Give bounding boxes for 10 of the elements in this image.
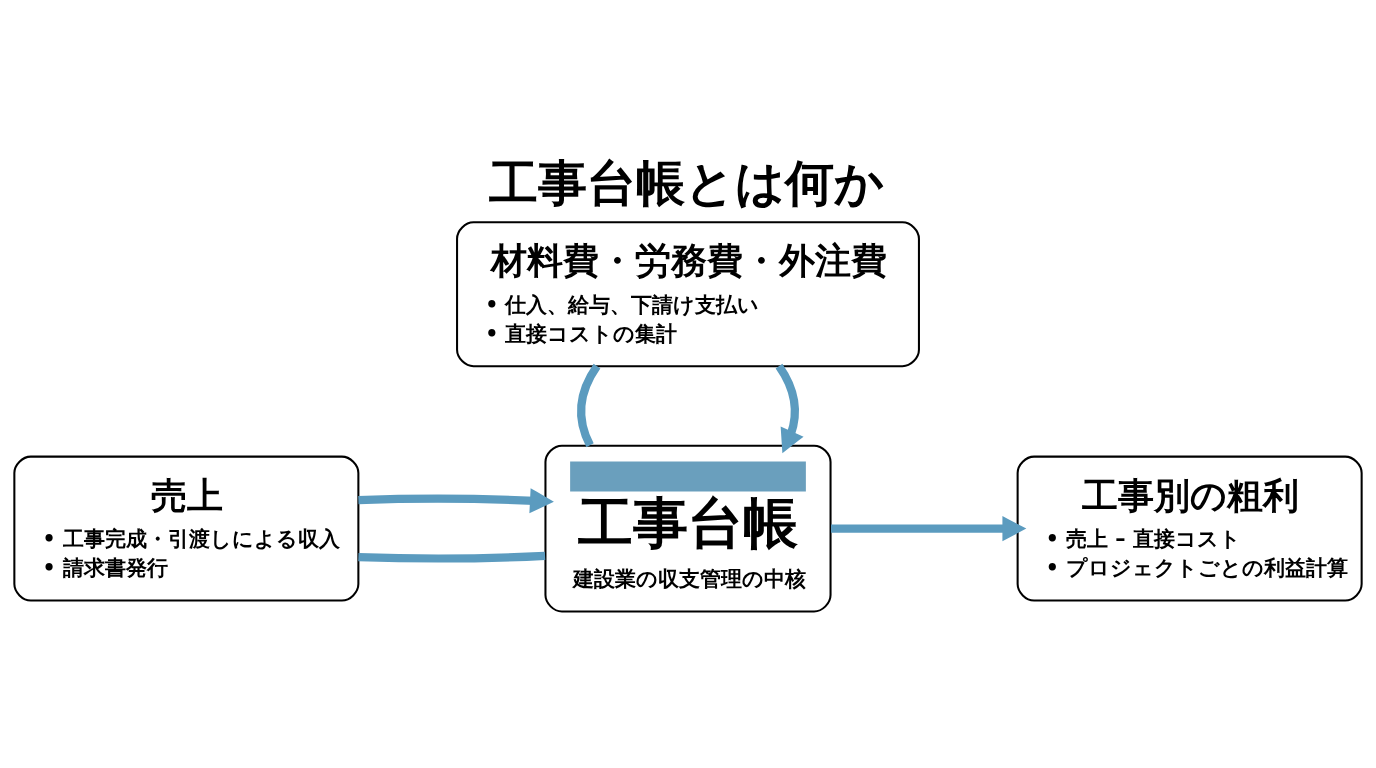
arrow [358, 488, 554, 514]
arrow [831, 516, 1027, 542]
connector [358, 551, 546, 563]
connector [577, 363, 601, 448]
node-box: 工事別の粗利 • 売上 – 直接コスト • プロジェクトごとの利益計算 [1016, 455, 1363, 602]
node-box: 工事台帳 建設業の収支管理の中核 [544, 444, 832, 613]
node-box: 売上 • 工事完成・引渡しによる収入 • 請求書発行 [13, 455, 360, 602]
node-box: 材料費・労務費・外注費 • 仕入、給与、下請け支払い • 直接コストの集計 [456, 221, 920, 368]
diagram-title: 工事台帳とは何か [488, 154, 884, 213]
arrow [775, 363, 804, 454]
